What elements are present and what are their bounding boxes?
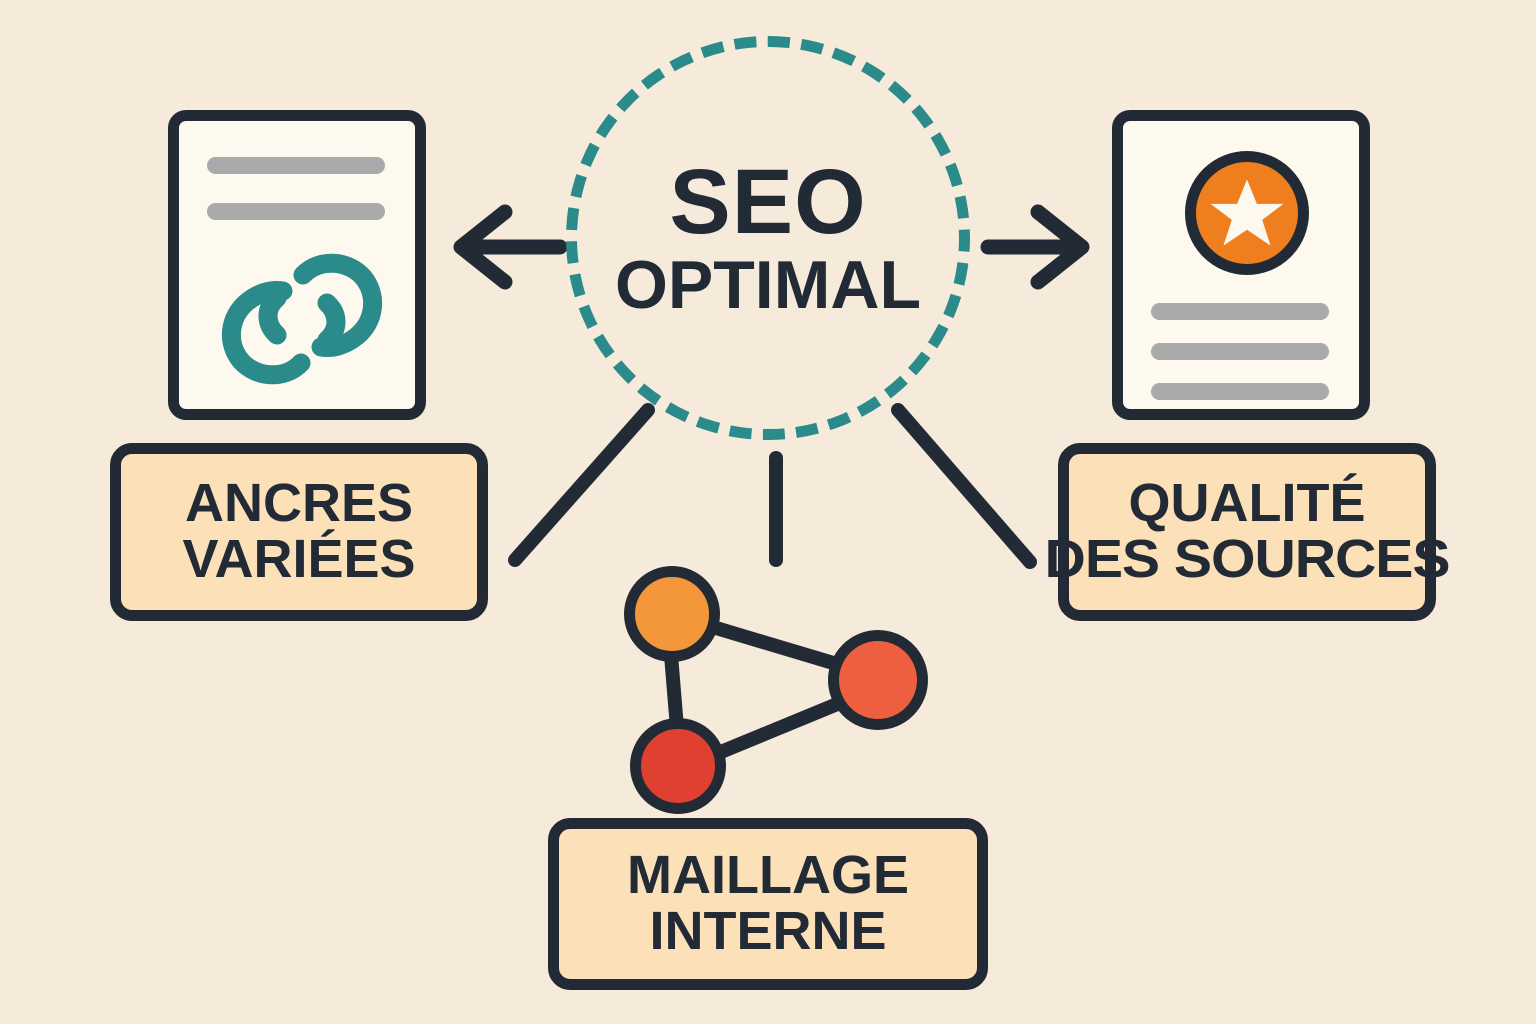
label-qualite-des-sources[interactable]: QUALITÉ DES SOURCES bbox=[1044, 443, 1451, 621]
network-node-coral[interactable] bbox=[828, 630, 928, 730]
link-chain-icon bbox=[221, 253, 383, 385]
doc-text-line bbox=[1151, 303, 1329, 320]
label-ancres-variees[interactable]: ANCRES VARIÉES bbox=[110, 443, 488, 621]
line-bottom-right bbox=[891, 403, 1037, 569]
star-icon bbox=[1210, 179, 1284, 246]
label-maillage-interne[interactable]: MAILLAGE INTERNE bbox=[548, 818, 988, 990]
hub-seo-optimal[interactable]: SEO OPTIMAL bbox=[566, 36, 970, 440]
hub-title-line1: SEO bbox=[669, 150, 867, 253]
network-node-orange[interactable] bbox=[624, 566, 720, 662]
label-line1: MAILLAGE bbox=[627, 845, 909, 906]
label-line2: INTERNE bbox=[649, 901, 887, 961]
line-bottom-left bbox=[508, 403, 655, 567]
label-line2: DES SOURCES bbox=[1044, 529, 1450, 589]
doc-text-line bbox=[207, 203, 385, 220]
network-edges bbox=[664, 618, 857, 761]
doc-text-line bbox=[207, 157, 385, 174]
star-badge-icon bbox=[1185, 151, 1309, 275]
network-node-red[interactable] bbox=[630, 718, 726, 814]
label-line2: VARIÉES bbox=[182, 529, 416, 589]
arrow-right-icon bbox=[980, 204, 1090, 290]
doc-text-line bbox=[1151, 383, 1329, 400]
hub-title-line2: OPTIMAL bbox=[615, 247, 921, 324]
card-anchor-document[interactable] bbox=[168, 110, 426, 420]
arrow-left-icon bbox=[453, 204, 568, 290]
label-line1: ANCRES bbox=[184, 473, 414, 534]
label-line1: QUALITÉ bbox=[1128, 473, 1366, 534]
card-source-quality-document[interactable] bbox=[1112, 110, 1370, 420]
doc-text-line bbox=[1151, 343, 1329, 360]
